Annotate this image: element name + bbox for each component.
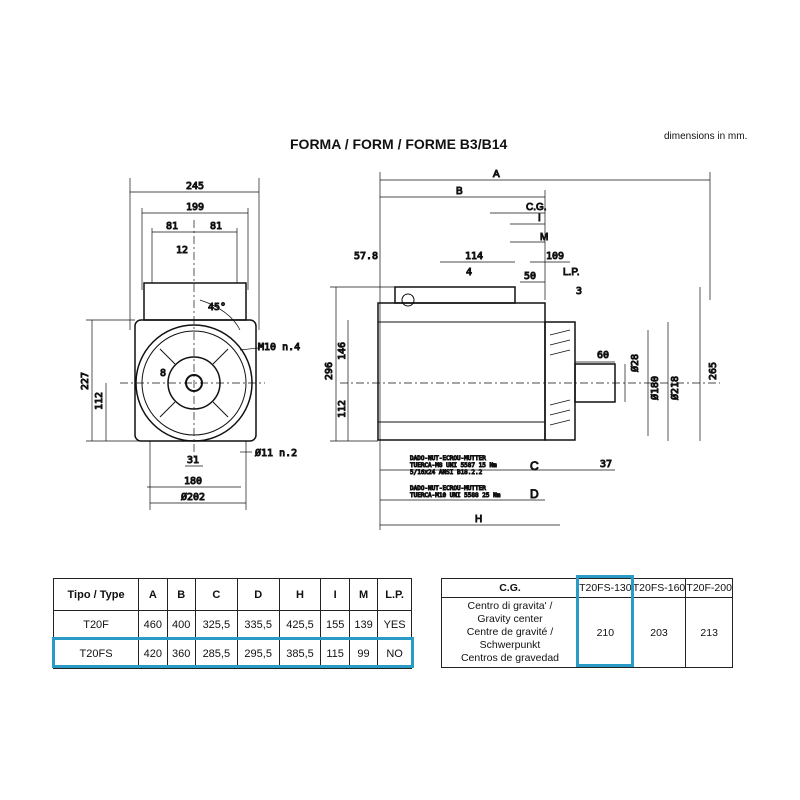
header-cell: C — [194, 578, 238, 611]
table-header-row: C.G. T20FS-130 T20FS-160 T20F-200 — [441, 578, 733, 598]
cell: 155 — [320, 610, 350, 640]
table-row-highlighted: T20FS 420 360 285,5 295,5 385,5 115 99 N… — [52, 639, 412, 669]
dim-265: 265 — [708, 362, 719, 380]
dim-B: B — [456, 186, 463, 197]
dim-81-right: 81 — [210, 221, 222, 232]
header-cell: M — [348, 578, 379, 611]
cell: T20F — [52, 610, 140, 640]
technical-drawing: 245 199 81 81 12 45° M10 n.4 8 227 112 Ø… — [80, 169, 720, 530]
dim-112-side: 112 — [337, 400, 348, 418]
cell: T20FS — [52, 639, 140, 669]
header-cell: A — [138, 578, 168, 611]
cell: NO — [377, 639, 412, 669]
dim-CG: C.G. — [526, 202, 547, 213]
cell: 360 — [166, 639, 196, 669]
label-line: Schwerpunkt — [479, 639, 541, 651]
dim-218: Ø218 — [669, 376, 681, 400]
dim-12: 12 — [176, 245, 188, 256]
cell: 420 — [138, 639, 168, 669]
dim-8: 8 — [160, 368, 166, 379]
dim-180-side: Ø180 — [649, 376, 661, 400]
header-cell: I — [320, 578, 350, 611]
cell: 295,5 — [236, 639, 280, 669]
table-row: T20F 460 400 325,5 335,5 425,5 155 139 Y… — [52, 610, 412, 640]
cell: 210 — [578, 597, 633, 668]
drawing-title: FORMA / FORM / FORME B3/B14 — [290, 136, 508, 152]
dim-60: 60 — [597, 350, 609, 361]
dim-114: 114 — [465, 251, 483, 262]
cell: 460 — [138, 610, 168, 640]
dim-C: C — [530, 459, 539, 473]
header-cell: Tipo / Type — [52, 578, 140, 611]
front-view: 245 199 81 81 12 45° M10 n.4 8 227 112 Ø… — [80, 178, 301, 510]
nut-note-1-line-3: 5/16x24 ANSI B18.2.2 — [410, 469, 483, 476]
dim-I: I — [538, 213, 541, 224]
header-cell: L.P. — [377, 578, 412, 611]
cell: 400 — [166, 610, 196, 640]
dim-180: 180 — [184, 476, 202, 487]
cell: 203 — [631, 597, 687, 668]
dim-31: 31 — [187, 455, 199, 466]
cg-table: C.G. T20FS-130 T20FS-160 T20F-200 Centro… — [441, 578, 733, 668]
header-cell: D — [236, 578, 280, 611]
hole-label: Ø11 n.2 — [255, 447, 297, 459]
nut-note-1-line-2: TUERCA-M8 UNI 5587 15 Nm — [410, 462, 497, 469]
nut-note-2-line-1: DADO-NUT-ECROU-MUTTER — [410, 485, 486, 492]
dim-109: 109 — [546, 251, 564, 262]
dim-3: 3 — [576, 286, 582, 297]
cell: 115 — [320, 639, 350, 669]
dim-81-left: 81 — [166, 221, 178, 232]
model-header: T20FS-130 — [578, 578, 633, 598]
cell: 139 — [348, 610, 379, 640]
model-header: T20FS-160 — [631, 578, 687, 598]
dim-A: A — [493, 169, 500, 180]
cell: 335,5 — [236, 610, 280, 640]
dim-199: 199 — [186, 202, 204, 213]
dim-245: 245 — [186, 181, 204, 192]
dim-202: Ø202 — [181, 491, 205, 503]
nut-note-1-line-1: DADO-NUT-ECROU-MUTTER — [410, 455, 486, 462]
side-view: A B C.G. I M 57.8 114 109 4 50 L.P. 3 29… — [324, 169, 720, 530]
label-line: Centre de gravité / — [466, 626, 554, 638]
dim-M: M — [540, 232, 548, 243]
dim-28: Ø28 — [629, 354, 641, 372]
dim-H: H — [475, 514, 482, 525]
cell: 285,5 — [194, 639, 238, 669]
dim-angle: 45° — [208, 302, 226, 313]
dim-LP: L.P. — [563, 267, 580, 278]
cg-header: C.G. — [441, 578, 579, 598]
cell: 385,5 — [278, 639, 322, 669]
header-cell: B — [166, 578, 196, 611]
nut-note-2-line-2: TUERCA-M10 UNI 5588 25 Nm — [410, 492, 501, 499]
dim-D: D — [530, 487, 539, 501]
model-header: T20F-200 — [685, 578, 733, 598]
cell: 99 — [348, 639, 379, 669]
dim-57-8: 57.8 — [354, 251, 378, 262]
dim-50: 50 — [524, 271, 536, 282]
thread-label: M10 n.4 — [258, 342, 300, 353]
cg-label: Centro di gravita' / Gravity center Cent… — [441, 597, 579, 668]
dim-4: 4 — [466, 267, 472, 278]
label-line: Centros de gravedad — [460, 652, 560, 664]
cell: 213 — [685, 597, 733, 668]
cell: 425,5 — [278, 610, 322, 640]
dim-296: 296 — [324, 362, 335, 380]
dim-112: 112 — [94, 392, 105, 410]
dimension-table: Tipo / Type A B C D H I M L.P. T20F 460 … — [52, 578, 412, 669]
label-line: Gravity center — [477, 613, 543, 625]
table-row: Centro di gravita' / Gravity center Cent… — [441, 597, 733, 668]
dim-37: 37 — [600, 459, 612, 470]
header-cell: H — [278, 578, 322, 611]
cell: 325,5 — [194, 610, 238, 640]
label-line: Centro di gravita' / — [467, 600, 553, 612]
table-header-row: Tipo / Type A B C D H I M L.P. — [52, 578, 412, 611]
cell: YES — [377, 610, 412, 640]
dim-146: 146 — [337, 342, 348, 360]
dim-227: 227 — [80, 372, 91, 390]
units-note: dimensions in mm. — [664, 131, 748, 142]
